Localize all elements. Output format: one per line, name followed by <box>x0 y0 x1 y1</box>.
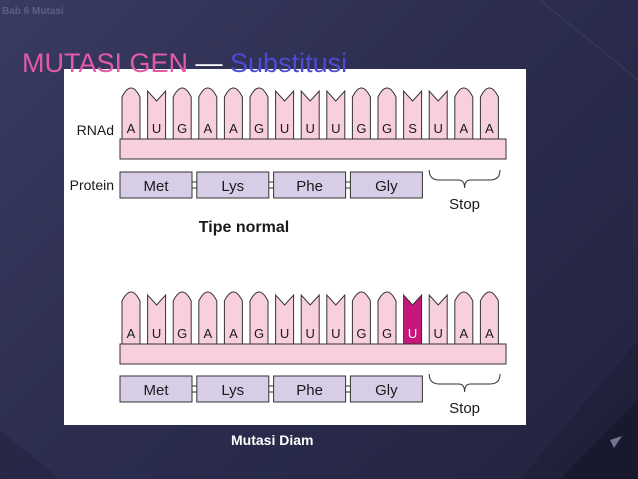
base-normal-14 <box>479 87 499 140</box>
amino-acid-label: Lys <box>221 178 244 195</box>
base-normal-2 <box>172 87 192 140</box>
base-letter: G <box>177 121 187 136</box>
base-letter: G <box>356 121 366 136</box>
slide-title: MUTASI GEN — Substitusi <box>22 48 347 79</box>
base-mutant-2 <box>172 291 192 345</box>
base-letter: S <box>408 121 417 136</box>
amino-box-normal-1 <box>196 171 270 199</box>
base-letter: A <box>203 326 212 341</box>
amino-acid-label: Lys <box>221 382 244 399</box>
base-letter: G <box>254 121 264 136</box>
base-normal-4 <box>223 87 243 140</box>
base-mutant-3 <box>198 291 218 345</box>
base-letter: U <box>331 326 340 341</box>
base-letter: G <box>356 326 366 341</box>
base-letter: U <box>152 326 161 341</box>
stop-label: Stop <box>449 196 480 213</box>
stop-brace <box>428 169 501 189</box>
base-letter: U <box>280 326 289 341</box>
amino-box-mutant-2 <box>273 375 347 403</box>
base-letter: U <box>434 326 443 341</box>
amino-box-mutant-3 <box>349 375 423 403</box>
amino-box-mutant-0 <box>119 375 193 403</box>
base-letter: A <box>203 121 212 136</box>
row-label-rna: RNAd <box>77 122 114 138</box>
base-mutant-5 <box>249 291 269 345</box>
base-normal-5 <box>249 87 269 140</box>
rna-strand-normal <box>119 138 507 160</box>
title-main: MUTASI GEN <box>22 48 189 78</box>
base-mutant-4 <box>223 291 243 345</box>
base-letter: A <box>127 121 136 136</box>
stop-brace <box>428 373 501 393</box>
amino-box-normal-2 <box>273 171 347 199</box>
title-sub: Substitusi <box>230 48 348 78</box>
base-letter: A <box>229 121 238 136</box>
base-mutant-10 <box>377 291 397 345</box>
base-letter: U <box>280 121 289 136</box>
base-letter: U <box>434 121 443 136</box>
base-mutant-9 <box>351 291 371 345</box>
panel-label: Tipe normal <box>199 219 289 236</box>
amino-acid-label: Phe <box>296 178 323 195</box>
rna-strand-mutant <box>119 343 507 365</box>
base-letter: A <box>485 326 494 341</box>
figure-caption: Mutasi Diam <box>231 432 314 448</box>
base-mutant-14 <box>479 291 499 345</box>
base-letter: G <box>177 326 187 341</box>
base-normal-13 <box>454 87 474 140</box>
row-label-protein: Protein <box>70 177 114 193</box>
base-letter: A <box>459 121 468 136</box>
amino-box-normal-0 <box>119 171 193 199</box>
base-letter: U <box>306 121 315 136</box>
amino-acid-label: Gly <box>375 382 398 399</box>
base-mutant-0 <box>121 291 141 345</box>
base-letter: A <box>459 326 468 341</box>
base-letter: U <box>331 121 340 136</box>
title-separator: — <box>188 48 231 78</box>
amino-box-mutant-1 <box>196 375 270 403</box>
base-normal-10 <box>377 87 397 140</box>
base-mutant-13 <box>454 291 474 345</box>
amino-acid-label: Met <box>143 382 169 399</box>
base-letter: U <box>306 326 315 341</box>
base-letter: U <box>152 121 161 136</box>
base-letter: A <box>229 326 238 341</box>
stop-label: Stop <box>449 400 480 417</box>
amino-acid-label: Phe <box>296 382 323 399</box>
base-normal-9 <box>351 87 371 140</box>
base-letter: U <box>408 326 417 341</box>
breadcrumb: Bab 6 Mutasi <box>2 6 64 17</box>
base-letter: G <box>382 121 392 136</box>
base-letter: G <box>254 326 264 341</box>
base-letter: G <box>382 326 392 341</box>
amino-acid-label: Met <box>143 178 169 195</box>
base-letter: A <box>127 326 136 341</box>
base-normal-0 <box>121 87 141 140</box>
base-normal-3 <box>198 87 218 140</box>
base-letter: A <box>485 121 494 136</box>
amino-acid-label: Gly <box>375 178 398 195</box>
amino-box-normal-3 <box>349 171 423 199</box>
